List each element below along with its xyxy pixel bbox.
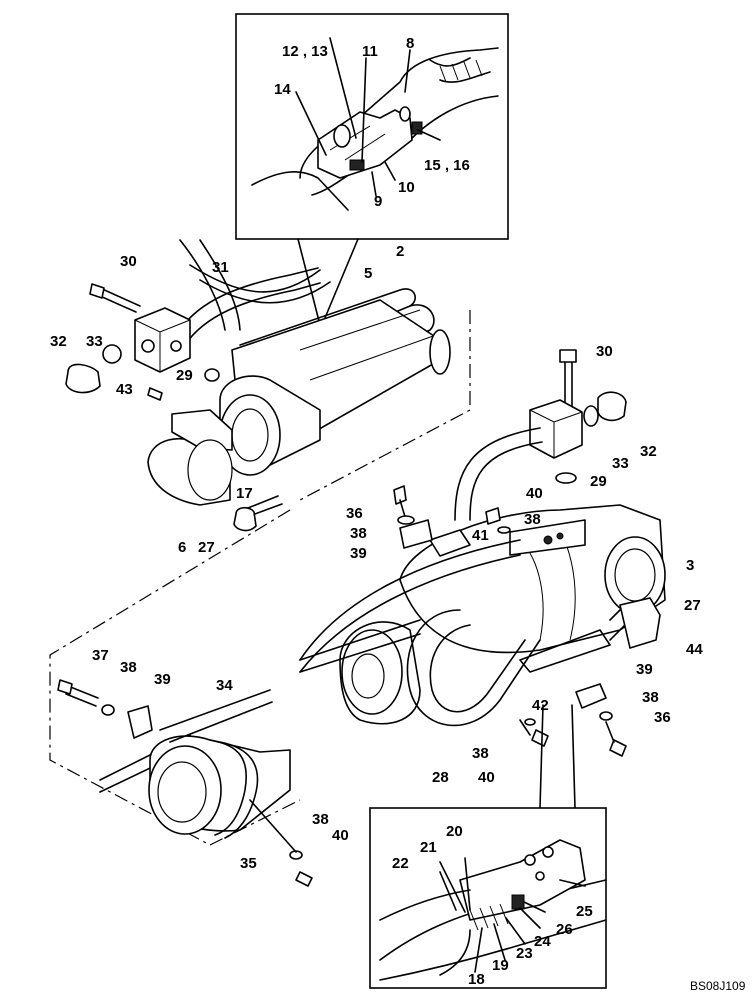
drawing-code: BS08J109	[690, 979, 746, 993]
part-label: 39	[636, 661, 653, 678]
part-label: 39	[154, 671, 171, 688]
part-label: 12 , 13	[282, 43, 328, 60]
part-label: 38	[120, 659, 137, 676]
part-label: 23	[516, 945, 533, 962]
envelope-lower	[209, 799, 301, 846]
part-label: 32	[50, 333, 67, 350]
part-label: 40	[332, 827, 349, 844]
clamp-assembly-34-35	[57, 679, 313, 887]
part-label: 30	[120, 253, 137, 270]
part-label: 31	[212, 259, 229, 276]
inset-leader-top	[297, 238, 359, 326]
part-label: 38	[312, 811, 329, 828]
half-clamp-6	[147, 409, 283, 532]
part-label: 34	[216, 677, 233, 694]
part-label: 21	[420, 839, 437, 856]
part-label: 36	[654, 709, 671, 726]
part-label: 33	[86, 333, 103, 350]
small-parts-right	[393, 485, 627, 757]
part-label: 6	[178, 539, 186, 556]
part-label: 32	[640, 443, 657, 460]
part-label: 19	[492, 957, 509, 974]
part-labels: 12 , 13 11 8 14 15 , 16 10 9 30 31 2 5 3…	[50, 35, 703, 988]
port-block-right	[454, 349, 627, 521]
part-label: 28	[432, 769, 449, 786]
detail-inset-bottom	[369, 704, 607, 989]
part-label: 38	[350, 525, 367, 542]
part-label: 42	[532, 697, 549, 714]
part-label: 8	[406, 35, 414, 52]
part-label: 17	[236, 485, 253, 502]
part-label: 9	[374, 193, 382, 210]
part-label: 33	[612, 455, 629, 472]
part-label: 2	[396, 243, 404, 260]
part-label: 40	[478, 769, 495, 786]
part-label: 29	[590, 473, 607, 490]
part-label: 25	[576, 903, 593, 920]
part-label: 38	[524, 511, 541, 528]
part-label: 18	[468, 971, 485, 988]
part-label: 10	[398, 179, 415, 196]
pipe-28	[299, 539, 521, 673]
port-block-upper	[65, 283, 220, 401]
upper-cylinder-assembly	[179, 239, 451, 476]
part-label: 14	[274, 81, 291, 98]
part-label: 27	[198, 539, 215, 556]
part-label: 36	[346, 505, 363, 522]
part-label: 3	[686, 557, 694, 574]
part-label: 20	[446, 823, 463, 840]
detail-inset-top	[235, 13, 509, 240]
part-label: 35	[240, 855, 257, 872]
part-label: 44	[686, 641, 703, 658]
part-label: 37	[92, 647, 109, 664]
part-label: 22	[392, 855, 409, 872]
part-label: 15 , 16	[424, 157, 470, 174]
part-label: 41	[472, 527, 489, 544]
part-label: 29	[176, 367, 193, 384]
part-label: 26	[556, 921, 573, 938]
envelope-upper	[49, 310, 471, 846]
part-label: 40	[526, 485, 543, 502]
part-label: 11	[362, 43, 378, 60]
cylinder-barrel-3	[299, 504, 666, 727]
part-label: 38	[642, 689, 659, 706]
part-label: 5	[364, 265, 372, 282]
part-label: 27	[684, 597, 701, 614]
part-label: 38	[472, 745, 489, 762]
part-label: 39	[350, 545, 367, 562]
part-label: 43	[116, 381, 133, 398]
part-label: 24	[534, 933, 551, 950]
part-label: 30	[596, 343, 613, 360]
